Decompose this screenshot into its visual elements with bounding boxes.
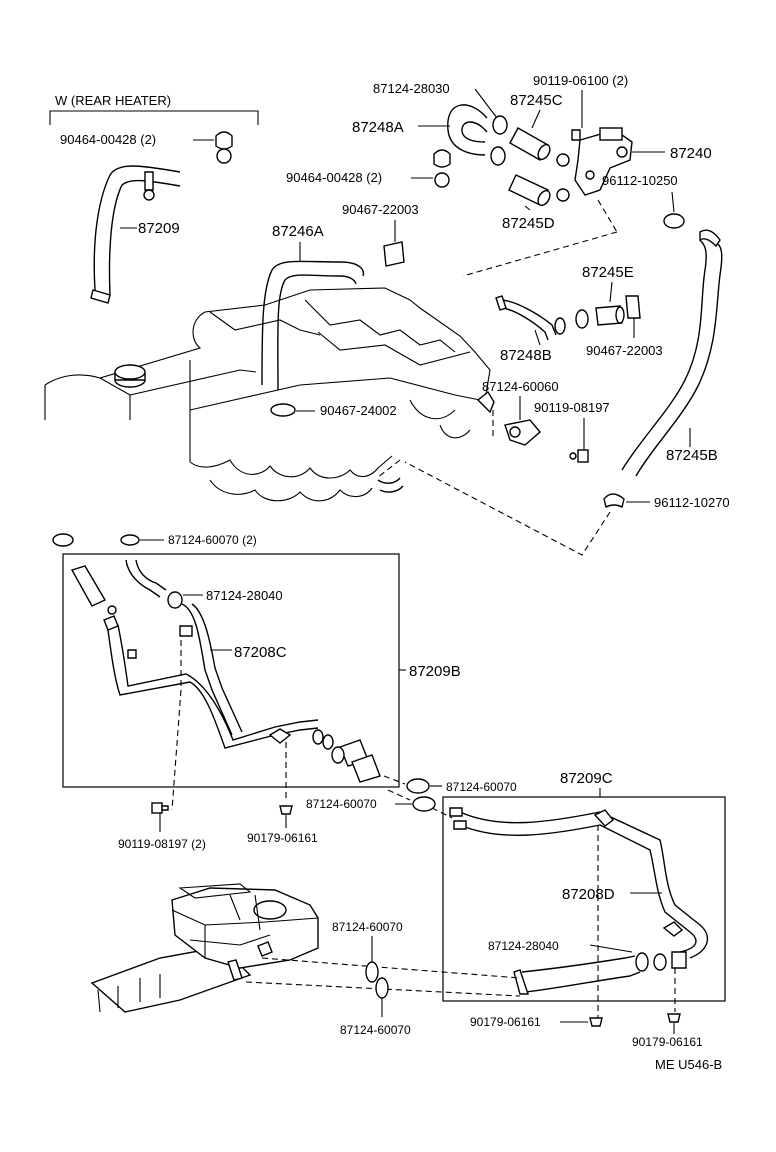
water-valve-87240[interactable] [571,127,633,196]
label-90464-00428-a: 90464-00428 (2) [60,132,156,147]
rear-heater-group: W (REAR HEATER) 90464-00428 (2) 87209 [49,93,259,304]
engine-block: 90467-24002 87124-60060 90119-08197 [44,287,610,502]
label-90119-08197-2: 90119-08197 (2) [118,837,206,851]
clamp-96112-10270[interactable] [603,493,625,509]
bolt-90119-08197-2[interactable] [151,802,169,814]
label-87245D: 87245D [502,215,555,232]
label-90179-06161-c: 90179-06161 [632,1035,703,1049]
label-87124-60070-b: 87124-60070 [306,797,377,811]
label-87248A: 87248A [352,119,404,136]
clamp-87124-60070-d[interactable] [375,977,389,999]
clamp-90464-00428-b[interactable] [433,149,451,188]
water-valve-group: 87124-28030 90119-06100 (2) 87245C 87248… [286,73,712,267]
label-87245C: 87245C [510,92,563,109]
label-87248B: 87248B [500,347,552,364]
hose-87245D[interactable] [508,174,552,207]
clamp-90467-24002[interactable] [270,403,296,417]
label-87240: 87240 [670,145,712,162]
pipe-87208D[interactable] [459,811,709,959]
clamp-87124-28030[interactable] [490,115,508,166]
right-hose-group: 87245E 87248B 90467-22003 87245B 96112-1… [404,199,730,556]
label-87124-60070-c: 87124-60070 [332,920,403,934]
nut-90179-06161-c[interactable] [667,1013,681,1023]
rear-heater-unit [90,883,319,1013]
hose-87248B[interactable] [499,299,557,341]
label-87209C: 87209C [560,770,613,787]
label-87208C: 87208C [234,644,287,661]
label-87124-28040-b: 87124-28040 [488,939,559,953]
label-87245E: 87245E [582,264,634,281]
hose-87246A[interactable] [261,260,365,391]
bottom-clamps: 87124-60070 87124-60070 90179-06161 9017… [332,920,703,1049]
label-90467-22003-b: 90467-22003 [586,343,663,358]
label-90119-06100: 90119-06100 (2) [533,73,628,88]
label-87124-60070-a: 87124-60070 [446,780,517,794]
box-87209C [442,796,726,1002]
middle-clamps: 87124-60070 87124-60070 [306,775,517,819]
label-90467-24002: 90467-24002 [320,403,397,418]
label-87209B: 87209B [409,663,461,680]
nut-90179-06161-b[interactable] [589,1017,603,1027]
clamp-87124-60070-b[interactable] [412,796,436,812]
label-87124-60060: 87124-60060 [482,379,559,394]
label-87245B: 87245B [666,447,718,464]
clamp-valve-a[interactable] [556,153,570,167]
clamp-87124-60070-a[interactable] [406,778,430,794]
clamp-90464-00428-a[interactable] [215,131,233,164]
label-90179-06161-a: 90179-06161 [247,831,318,845]
pipe-assembly-87209B: 87209B 87124-60070 (2) 87124-28040 87208… [52,533,461,851]
label-87209: 87209 [138,220,180,237]
label-87246A: 87246A [272,223,324,240]
label-90464-00428-b: 90464-00428 (2) [286,170,382,185]
label-90119-08197: 90119-08197 [534,400,610,415]
clamp-87124-60070-c[interactable] [365,961,379,983]
label-90179-06161-b: 90179-06161 [470,1015,541,1029]
hose-87245E[interactable] [595,305,625,326]
hose-87248A[interactable] [447,104,488,156]
bracket-87124-60060[interactable] [476,390,541,446]
clamp-87124-28040-b[interactable] [635,952,649,972]
clamp-90467-22003-a[interactable] [383,241,405,267]
nut-90179-06161-a[interactable] [279,805,293,815]
label-87208D: 87208D [562,886,615,903]
clamp-valve-b[interactable] [556,188,570,202]
label-87124-60070-2: 87124-60070 (2) [168,533,257,547]
clamp-87124-28040-a[interactable] [167,591,183,609]
label-87124-60070-d: 87124-60070 [340,1023,411,1037]
clamp-87124-60070-2[interactable] [52,533,140,547]
label-96112-10270: 96112-10270 [654,495,730,510]
label-87124-28040-a: 87124-28040 [206,588,283,603]
clamp-90467-22003-b[interactable] [625,295,641,319]
hose-lower[interactable] [521,955,641,993]
pipe-87208C[interactable] [107,603,319,749]
label-90467-22003-a: 90467-22003 [342,202,419,217]
clamp-96112-10250[interactable] [663,213,685,229]
label-96112-10250: 96112-10250 [602,173,678,188]
hose-87245B[interactable] [621,239,723,477]
clamp-87245E-a[interactable] [575,309,589,329]
variant-label: W (REAR HEATER) [55,93,171,108]
label-87124-28030: 87124-28030 [373,81,450,96]
bolt-90119-08197[interactable] [569,449,589,463]
pipe-assembly-87209C: 87209C 87208D 87124-28040 [442,770,726,1018]
diagram-code: ME U546-B [655,1057,722,1072]
hose-87246A-group: 87246A [261,223,365,391]
hose-87245C[interactable] [509,127,552,161]
radiator-cap [114,364,146,388]
